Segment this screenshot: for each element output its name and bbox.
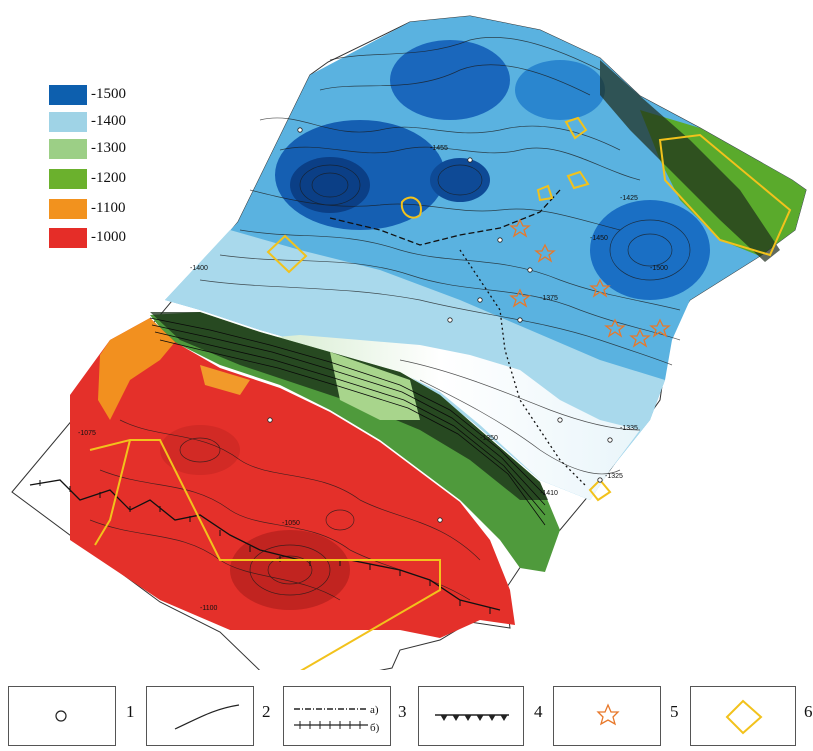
red-dark-patch	[230, 530, 350, 610]
escarpment-contours	[149, 317, 546, 526]
escarpment-dark	[150, 312, 548, 500]
contour-label: -1400	[190, 265, 208, 272]
legend-box-1	[8, 686, 116, 746]
legend-label: -1000	[91, 229, 126, 245]
toothed-line-icon	[435, 714, 509, 721]
legend-number: 6	[804, 702, 813, 721]
contour-label: -1455	[430, 145, 448, 152]
legend-box-4	[418, 686, 524, 746]
zone-orange-2	[200, 365, 250, 395]
legend-box-6	[690, 686, 796, 746]
fault-lines-icon: а) б)	[294, 704, 380, 734]
legend-swatch	[48, 227, 88, 249]
deep-basin-6	[515, 60, 605, 120]
star-markers	[509, 218, 671, 348]
contour-label-group: -1425 -1400 -1450 -1455 -1350 -1375 -133…	[78, 145, 668, 612]
zone-red	[70, 318, 515, 638]
zone-transition	[240, 335, 640, 500]
deep-basin-3	[430, 158, 490, 202]
legend-number: 4	[534, 702, 543, 721]
isoline-curve-icon	[174, 704, 240, 730]
zone-orange	[98, 318, 175, 420]
symbol-legend: 1 2 а) б) 3 4 5 6	[8, 686, 813, 748]
contour-label: -1100	[200, 605, 217, 612]
ne-dark-band	[600, 60, 780, 262]
deep-basin-4	[390, 40, 510, 120]
contour-label: -1425	[620, 195, 638, 202]
legend-box-5	[553, 686, 661, 746]
well-circle-icon	[55, 710, 67, 722]
contour-label: -1335	[620, 425, 638, 432]
legend-label: -1400	[91, 113, 126, 129]
legend-box-3: а) б)	[283, 686, 391, 746]
diamond-outline-icon	[725, 699, 763, 735]
well-markers	[267, 127, 613, 523]
star-icon	[596, 703, 620, 726]
license-outlines	[89, 116, 792, 670]
color-legend: -1500 -1400 -1300 -1200 -1100 -1000	[48, 84, 132, 254]
legend-swatch	[48, 111, 88, 133]
contour-label: -1075	[78, 430, 96, 437]
red-dark-patch-2	[160, 425, 240, 475]
contour-label: -1410	[540, 490, 558, 497]
fault-label-a: а)	[370, 704, 379, 716]
contour-label: -1050	[282, 520, 300, 527]
deep-basin-5	[590, 200, 710, 300]
legend-label: -1500	[91, 86, 126, 102]
fault-lines	[29, 189, 586, 611]
structural-contour-map: -1425 -1400 -1450 -1455 -1350 -1375 -133…	[11, 15, 807, 670]
legend-box-2	[146, 686, 254, 746]
legend-number: 3	[398, 702, 407, 721]
contour-label: -1350	[480, 435, 498, 442]
deep-basin-2	[290, 157, 370, 213]
contour-label: -1375	[540, 295, 558, 302]
legend-swatch	[48, 138, 88, 160]
legend-label: -1100	[91, 200, 126, 216]
contour-lines	[89, 37, 691, 601]
legend-swatch	[48, 168, 88, 190]
fault-label-b: б)	[370, 722, 380, 734]
legend-label: -1300	[91, 140, 126, 156]
contour-label: -1325	[605, 473, 623, 480]
legend-label: -1200	[91, 170, 126, 186]
contour-label: -1450	[590, 235, 608, 242]
contour-label: -1500	[650, 265, 668, 272]
legend-swatch	[48, 198, 88, 220]
legend-number: 5	[670, 702, 679, 721]
legend-number: 2	[262, 702, 271, 721]
legend-number: 1	[126, 702, 135, 721]
legend-swatch	[48, 84, 88, 106]
